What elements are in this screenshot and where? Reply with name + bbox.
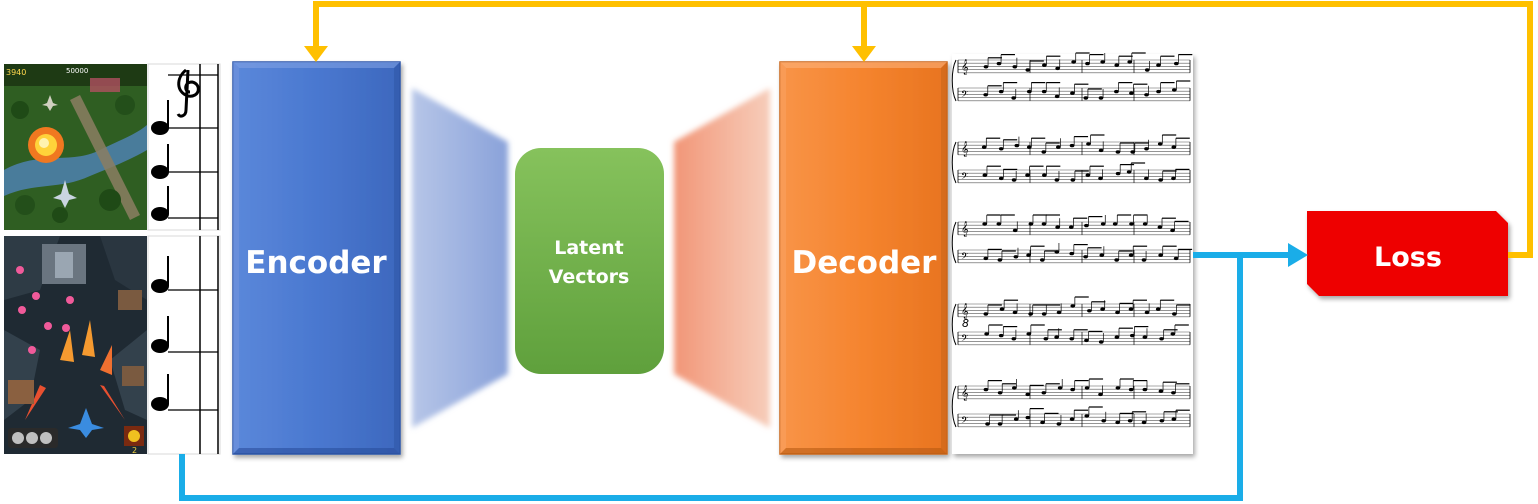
encoder-label: Encoder [245,245,387,281]
note-strip-bottom [147,235,221,455]
game-screen-top: 3940 50000 [4,64,147,230]
encoder-funnel [412,88,508,428]
decoder-block [779,61,948,455]
svg-text:𝄞: 𝄞 [961,222,969,237]
decoder-label: Decoder [792,245,938,281]
measure-marking: 8 [962,317,969,330]
feedback-arrow [313,1,1533,258]
treble-clef-icon [176,68,200,118]
decoder-funnel [674,88,770,428]
svg-text:𝄢: 𝄢 [961,333,968,346]
loss-block [1307,211,1508,296]
game-hud-score-center: 50000 [66,67,88,75]
arrowhead-to-encoder [304,46,328,62]
game-hud-score-left: 3940 [6,68,26,77]
note-strip-top [147,63,221,231]
svg-text:𝄢: 𝄢 [961,251,968,264]
svg-text:𝄞: 𝄞 [961,60,969,75]
latent-vectors-block [515,148,664,374]
encoder-block [232,61,401,455]
loss-label: Loss [1374,242,1442,273]
game-screen-bottom: 2 [4,236,147,455]
target-arrow [179,252,1290,501]
svg-text:𝄢: 𝄢 [961,171,968,184]
sheet-music-output: 𝄞 𝄢 𝄞 𝄢 𝄞 𝄢 𝄞 𝄢 𝄞 𝄢 8 [951,52,1193,454]
arrowhead-to-loss [1288,243,1308,267]
svg-text:𝄞: 𝄞 [961,386,969,401]
game-hud-count: 2 [132,446,137,455]
svg-text:𝄞: 𝄞 [961,304,969,319]
latent-label-line2: Vectors [549,266,630,288]
svg-text:𝄢: 𝄢 [961,415,968,428]
latent-label-line1: Latent [554,237,624,259]
arrowhead-to-decoder [852,46,876,62]
svg-text:𝄢: 𝄢 [961,89,968,102]
svg-text:𝄞: 𝄞 [961,142,969,157]
